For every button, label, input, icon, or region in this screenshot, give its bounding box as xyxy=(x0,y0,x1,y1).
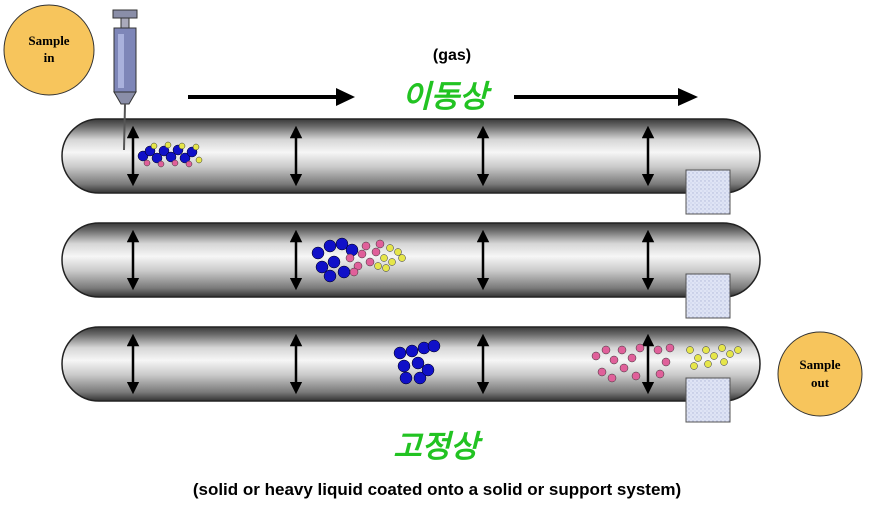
sample-cluster-tube-3-pink xyxy=(591,343,675,383)
sample-cluster-tube-3-yellow xyxy=(686,344,742,370)
flow-arrow-icon xyxy=(188,88,355,106)
mobile-phase-note: (gas) xyxy=(433,47,471,64)
detector-box-icon xyxy=(685,377,731,423)
detector-box-icon xyxy=(685,169,731,215)
stationary-phase-caption: (solid or heavy liquid coated onto a sol… xyxy=(193,480,681,499)
stationary-phase-label: 고정상 xyxy=(393,429,483,465)
syringe-icon xyxy=(112,9,138,151)
mobile-phase-label: 이동상 xyxy=(402,79,492,115)
sample-out-line1: Sample xyxy=(799,357,840,372)
detector-box-icon xyxy=(685,273,731,319)
sample-out-line2: out xyxy=(811,375,830,390)
sample-cluster-tube-2 xyxy=(311,237,406,283)
sample-in-line2: in xyxy=(44,50,56,65)
column-tube-2 xyxy=(61,222,761,298)
sample-out-badge: Sample out xyxy=(777,331,863,417)
sample-in-badge: Sample in xyxy=(3,4,95,96)
flow-arrow-icon xyxy=(514,88,698,106)
sample-cluster-tube-1 xyxy=(137,141,203,168)
sample-cluster-tube-3-blue xyxy=(393,339,441,385)
sample-in-line1: Sample xyxy=(28,33,69,48)
column-tube-1 xyxy=(61,118,761,194)
column-tube-3 xyxy=(61,326,761,402)
